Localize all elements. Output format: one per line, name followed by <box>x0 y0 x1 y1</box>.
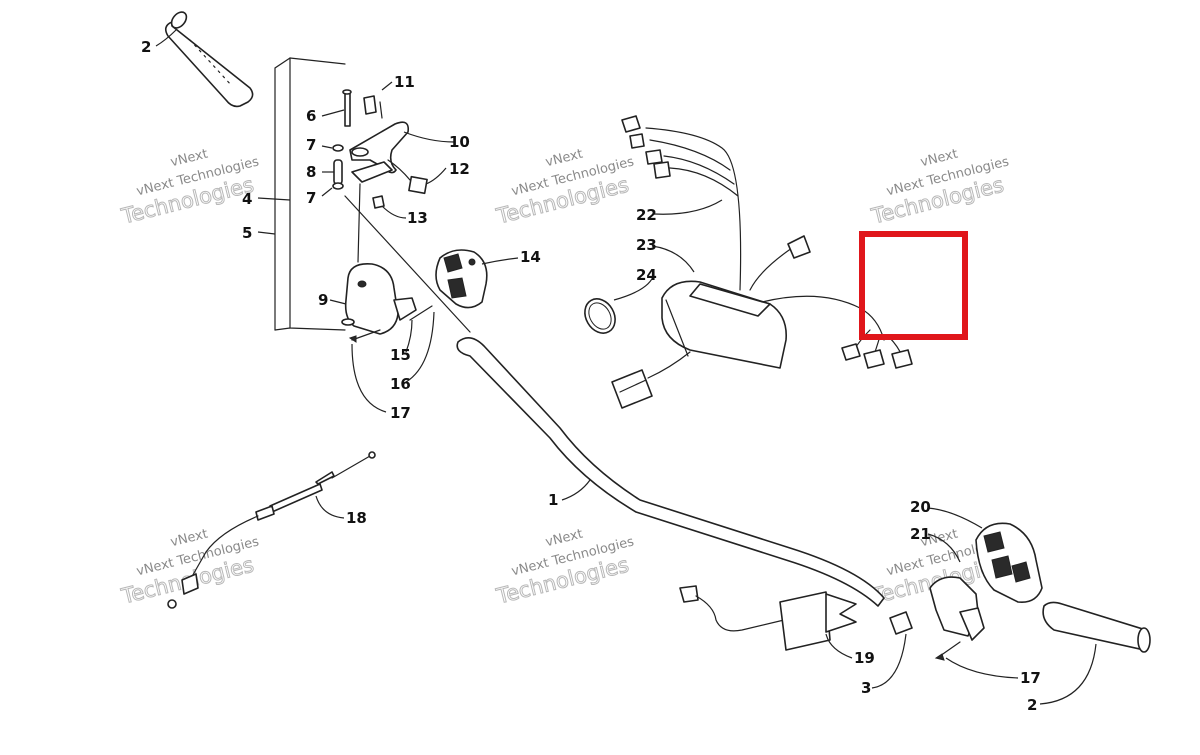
connector-12 <box>387 159 428 195</box>
clip-13 <box>372 195 385 209</box>
callout-5: 5 <box>242 224 252 242</box>
callout-11: 11 <box>394 73 415 91</box>
throttle-housing-9 <box>341 262 417 335</box>
ring-clip-24 <box>584 298 616 334</box>
callout-7: 7 <box>306 189 316 207</box>
callout-23: 23 <box>636 236 657 254</box>
bracket-frame <box>274 57 346 331</box>
harness-right-branch <box>761 295 913 369</box>
watermark-1: vNext vNext Technologies Technologies <box>118 147 261 230</box>
callout-14: 14 <box>520 248 541 266</box>
callout-labels: 2 11 6 10 7 8 12 7 4 13 5 14 9 15 16 17 … <box>141 38 1041 714</box>
callout-10: 10 <box>449 133 470 151</box>
watermark-text: vNext <box>544 527 584 551</box>
watermark-text: vNext <box>169 527 209 551</box>
callout-4: 4 <box>242 190 252 208</box>
lever-plate <box>351 161 393 183</box>
callout-22: 22 <box>636 206 657 224</box>
callout-17: 17 <box>390 404 411 422</box>
watermark-5: vNext vNext Technologies Technologies <box>493 527 636 610</box>
switch-housing-20 <box>975 522 1043 604</box>
callout-19: 19 <box>854 649 875 667</box>
callout-21: 21 <box>910 525 931 543</box>
callout-1: 1 <box>548 491 558 509</box>
watermark-text: vNext <box>919 147 959 171</box>
watermark-text: vNext <box>169 147 209 171</box>
insert-11 <box>363 95 383 119</box>
right-grip <box>1042 601 1151 653</box>
callout-9: 9 <box>318 291 328 309</box>
assembly-axis-line <box>344 195 471 333</box>
callout-13: 13 <box>407 209 428 227</box>
callout-12: 12 <box>449 160 470 178</box>
callout-7: 7 <box>306 136 316 154</box>
callout-17: 17 <box>1020 669 1041 687</box>
handlebar-1 <box>456 337 885 607</box>
callout-6: 6 <box>306 107 316 125</box>
callout-3: 3 <box>861 679 871 697</box>
callout-8: 8 <box>306 163 316 181</box>
switch-housing-14 <box>435 249 488 309</box>
watermark-3: vNext vNext Technologies Technologies <box>868 147 1011 230</box>
left-grip <box>164 11 254 108</box>
watermark-2: vNext vNext Technologies Technologies <box>493 147 636 230</box>
leader-lines <box>155 29 1097 705</box>
control-module-23 <box>661 280 787 369</box>
bar-end-3 <box>889 611 913 635</box>
throttle-cable-18 <box>167 451 376 609</box>
callout-20: 20 <box>910 498 931 516</box>
callout-18: 18 <box>346 509 367 527</box>
throttle-pin <box>357 183 361 263</box>
screw-17-right <box>934 641 961 661</box>
module-connector <box>611 351 691 409</box>
callout-15: 15 <box>390 346 411 364</box>
callout-16: 16 <box>390 375 411 393</box>
sensor-wire-19 <box>679 585 857 651</box>
callout-2: 2 <box>1027 696 1037 714</box>
bushings-7-8 <box>332 144 344 190</box>
pin-6 <box>342 89 352 127</box>
callout-24: 24 <box>636 266 657 284</box>
bracket-21 <box>929 576 985 641</box>
wire-harness-22 <box>621 115 811 291</box>
callout-2: 2 <box>141 38 151 56</box>
watermark-4: vNext vNext Technologies Technologies <box>118 527 261 610</box>
highlight-box <box>859 231 968 340</box>
screws-left <box>348 305 433 343</box>
watermark-text: vNext <box>544 147 584 171</box>
